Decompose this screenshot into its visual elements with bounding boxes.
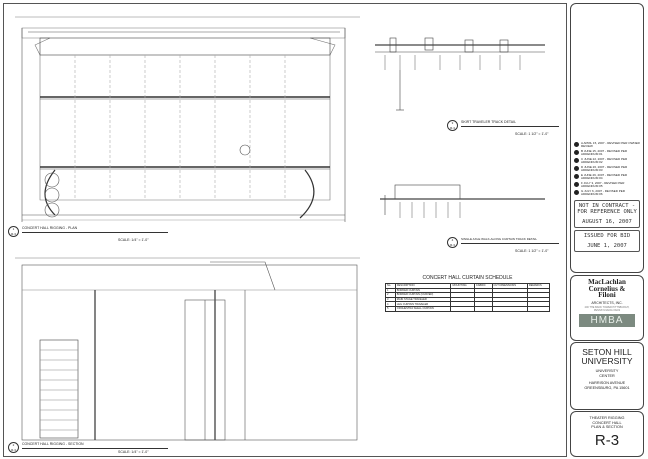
rigging-section [15,257,360,441]
view-scale: SCALE: 1 1/2" = 1'-0" [515,249,549,253]
sheet-number: R-3 [594,431,620,449]
revision-list: A APRIL 15, 2007 - REVISED PER OWNER REV… [571,141,643,197]
curtain-schedule: CONCERT HALL CURTAIN SCHEDULE No.DESCRIP… [385,275,551,312]
view-title: CONCERT HALL RIGGING - SECTION [22,442,168,449]
revision-item: E JUNE 29, 2007 - REVISED PER ADDENDUM #… [574,173,641,181]
traveler-track-detail [375,37,545,111]
title-block: A APRIL 15, 2007 - REVISED PER OWNER REV… [568,3,645,457]
schedule-title: CONCERT HALL CURTAIN SCHEDULE [422,275,513,281]
drawing-linework [15,16,545,441]
walk-along-track-detail [380,184,545,218]
revision-item: F JULY 3, 2007 - REVISED PER ADDENDUM #5 [574,181,641,189]
revision-item: B JUNE 15, 2007 - REVISED PER ADDENDUM #… [574,149,641,157]
view-title: SINGLE AXLE WALK-ALONG CURTAIN TRACK DET… [461,237,559,244]
view-scale: SCALE: 1/4" = 1'-0" [118,450,149,454]
view-scale: SCALE: 1 1/2" = 1'-0" [515,132,549,136]
revision-item: C JUNE 22, 2007 - REVISED PER ADDENDUM #… [574,157,641,165]
revision-item: G JULY 6, 2007 - REVISED PER ADDENDUM #6 [574,189,641,197]
view-title: SKIRT TRAVELER TRACK DETAIL [461,120,559,127]
revision-item: D JUNE 26, 2007 - REVISED PER ADDENDUM #… [574,165,641,173]
view-scale: SCALE: 1/4" = 1'-0" [118,238,149,242]
revision-item: A APRIL 15, 2007 - REVISED PER OWNER REV… [574,141,641,149]
view-title: CONCERT HALL RIGGING - PLAN [22,226,168,233]
rigging-plan [15,16,360,222]
revision-box: A APRIL 15, 2007 - REVISED PER OWNER REV… [570,3,644,273]
drawing-border [3,3,567,457]
consultant-logo: HMBA [579,313,635,327]
